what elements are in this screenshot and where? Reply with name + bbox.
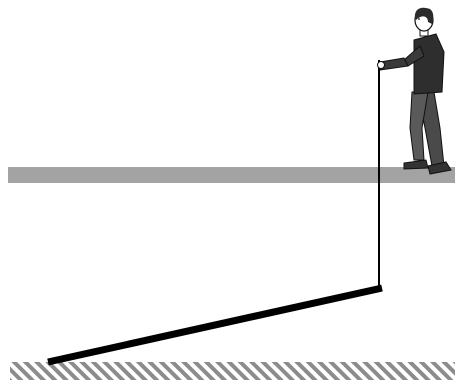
- beam: [47, 284, 383, 366]
- person-pulling-rope-icon: [377, 7, 452, 175]
- ground-hatched: [10, 362, 455, 380]
- platform: [8, 167, 455, 183]
